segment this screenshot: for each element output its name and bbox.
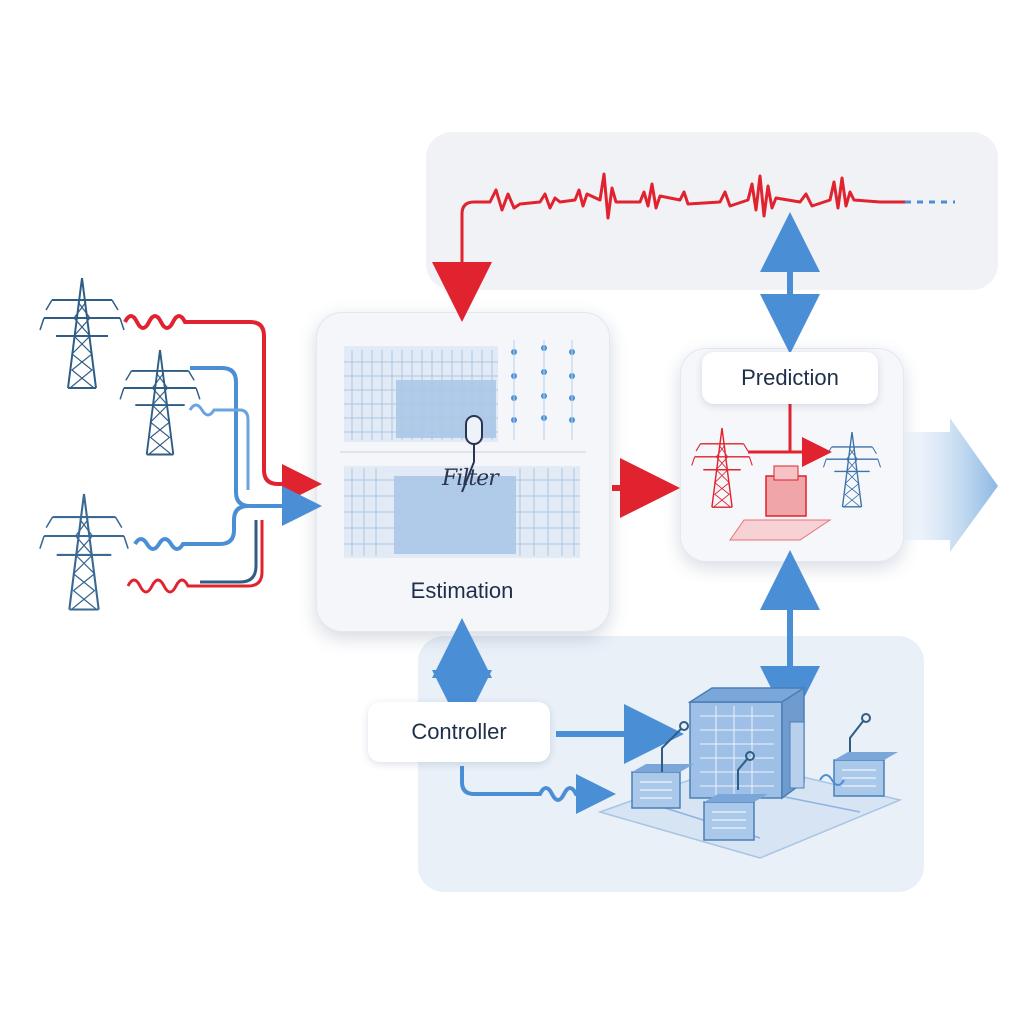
estimation-grid-bottom — [344, 466, 580, 558]
prediction-link-line — [748, 404, 820, 452]
sensor-probe-icons — [661, 713, 871, 790]
signal-waveform — [460, 172, 905, 296]
prediction-label: Prediction — [702, 352, 878, 404]
input-line-red-top — [123, 314, 322, 504]
input-line-blue-bottom — [133, 504, 249, 551]
server-unit-icon-right — [833, 752, 898, 797]
input-line-blue-2 — [188, 403, 250, 490]
filter-probe-icon — [461, 415, 483, 493]
server-unit-icon-left — [631, 764, 694, 809]
prediction-building-icon — [729, 465, 832, 541]
server-unit-icon-center — [703, 794, 768, 841]
estimation-dot-matrix — [511, 340, 575, 440]
tower-icon-middle-left — [119, 349, 201, 456]
filter-label: Filter — [442, 466, 499, 491]
prediction-blue-tower-icon — [822, 431, 882, 508]
tower-icon-top-left — [39, 277, 125, 389]
controller-feedback-line — [460, 766, 616, 814]
estimation-label: Estimation — [410, 578, 514, 603]
prediction-red-tower-icon — [691, 427, 753, 508]
input-line-navy-bottom — [200, 520, 258, 584]
controller-label: Controller — [368, 702, 550, 762]
input-line-red-bottom — [126, 520, 264, 594]
tower-icon-bottom-left — [38, 492, 130, 611]
signal-panel — [426, 132, 998, 290]
output-arrow — [904, 418, 998, 552]
